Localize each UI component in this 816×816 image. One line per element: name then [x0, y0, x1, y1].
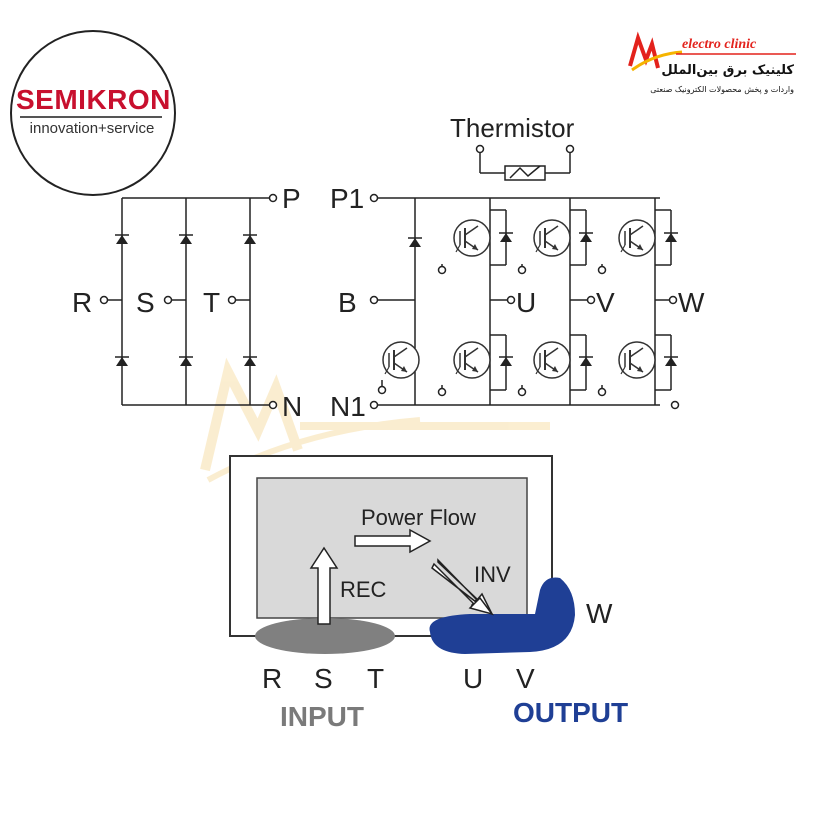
igbt-w-high — [618, 219, 656, 257]
terminal-n1-label: N1 — [330, 391, 366, 422]
input-label: INPUT — [280, 701, 364, 732]
input-s-label: S — [136, 287, 155, 318]
inv-arrow — [431, 558, 494, 616]
flow-output-v: V — [516, 663, 535, 694]
power-flow-arrow — [354, 528, 432, 554]
thermistor-symbol — [479, 152, 571, 181]
output-w-label: W — [678, 287, 705, 318]
igbt-u-high — [453, 219, 491, 257]
igbt-v-low — [533, 341, 571, 379]
semikron-logo-tagline: innovation+service — [29, 120, 155, 137]
igbt-w-low — [618, 341, 656, 379]
output-pad — [429, 577, 575, 654]
flow-output-w: W — [586, 598, 613, 629]
input-pad — [255, 618, 395, 654]
semikron-logo-rule — [20, 116, 162, 118]
power-flow-diagram — [229, 455, 575, 654]
flow-input-s: S — [314, 663, 333, 694]
output-v-label: V — [596, 287, 615, 318]
terminal-b-label: B — [338, 287, 357, 318]
brake-diode — [407, 237, 423, 248]
semikron-logo-name: SEMIKRON — [16, 84, 171, 115]
electro-clinic-name: electro clinic — [682, 37, 757, 52]
input-r-label: R — [72, 287, 92, 318]
thermistor-terminal-2 — [565, 144, 575, 154]
rec-label: REC — [340, 577, 387, 602]
rec-arrow — [309, 546, 339, 625]
semikron-logo: SEMIKRON innovation+service — [10, 30, 176, 196]
terminal-p1-label: P1 — [330, 183, 364, 214]
flow-input-t: T — [367, 663, 384, 694]
igbt-v-high — [533, 219, 571, 257]
flow-output-u: U — [463, 663, 483, 694]
thermistor-label: Thermistor — [450, 113, 575, 143]
thermistor-terminal-1 — [475, 144, 485, 154]
terminal-p-label: P — [282, 183, 301, 214]
igbt-u-low — [453, 341, 491, 379]
electro-clinic-persian-subtitle: واردات و پخش محصولات الکترونیک صنعتی — [650, 85, 794, 94]
terminal-n-label: N — [282, 391, 302, 422]
power-flow-title: Power Flow — [361, 505, 476, 530]
igbt-brake — [382, 341, 420, 379]
output-label: OUTPUT — [513, 697, 628, 728]
electro-clinic-persian-title: کلینیک برق بین‌الملل — [661, 63, 794, 78]
inv-label: INV — [474, 562, 511, 587]
flow-input-r: R — [262, 663, 282, 694]
electro-clinic-logo: electro clinic کلینیک برق بین‌الملل وارد… — [624, 24, 800, 100]
input-t-label: T — [203, 287, 220, 318]
rectifier-bridge — [108, 197, 270, 406]
output-u-label: U — [516, 287, 536, 318]
